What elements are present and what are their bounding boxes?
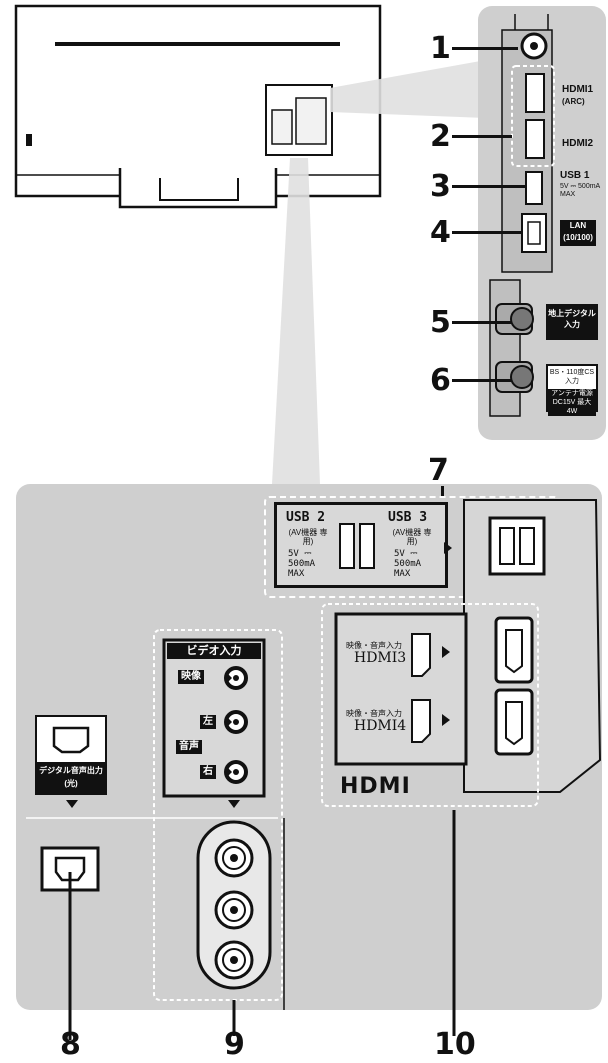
leader-7 [441,486,444,498]
usb2-note: (AV機器 専用) [288,528,328,546]
optical-icon [52,726,90,754]
hdmi1-arc-label: (ARC) [562,97,585,106]
video-input-title: ビデオ入力 [167,643,261,659]
usb2-spec-max: MAX [288,569,305,579]
callout-10: 10 [434,1027,476,1062]
leader-4 [452,231,522,234]
usb2-spec-v: 5V ⎓ [288,549,312,559]
bs-cs-antenna-port [510,365,534,389]
tv-side-button [26,134,32,146]
leader-6 [452,379,512,382]
hdmi3-label: HDMI3 [354,650,407,666]
usb2-spec-a: 500mA [288,559,316,569]
audio-left-label: 左 [200,715,216,729]
bs-cs-badge: BS・110度CS入力 アンテナ電源 DC15V 最大4W [546,364,598,416]
bs-cs-note: アンテナ電源 DC15V 最大4W [548,389,596,416]
hdmi2-label: HDMI2 [562,138,594,149]
usb2-label: USB 2 [286,510,326,525]
zoom-beam-rear [272,158,320,484]
usb1-spec: 5V ⎓ 500mA MAX [560,183,600,198]
hdmi4-label: HDMI4 [354,718,407,734]
hdmi1-label: HDMI1 [562,84,594,95]
usb1-port [525,171,543,205]
callout-5: 5 [430,305,451,340]
leader-2 [452,135,512,138]
terrestrial-antenna-port [510,307,534,331]
callout-1: 1 [430,31,451,66]
callout-6: 6 [430,363,451,398]
audio-label: 音声 [176,740,202,754]
usb3-spec-max: MAX [394,569,411,579]
lan-badge: LAN (10/100) [560,220,596,246]
hdmi3-icon [411,633,431,677]
usb1-label: USB 1 [560,170,590,181]
hdmi-logo: HDMI [340,774,411,799]
terrestrial-badge: 地上デジタル入力 [546,304,598,340]
lan-port [521,213,547,253]
callout-4: 4 [430,215,451,250]
leader-5 [452,321,512,324]
callout-8: 8 [60,1027,81,1062]
bs-cs-label: BS・110度CS入力 [549,369,595,385]
callout-9: 9 [224,1027,245,1062]
usb3-spec-v: 5V ⎓ [394,549,418,559]
hdmi1-port [525,73,545,113]
hdmi4-icon [411,699,431,743]
usb3-icon [359,523,375,569]
callout-2: 2 [430,119,451,154]
video-label: 映像 [178,670,204,684]
leader-1 [452,47,518,50]
usb-physical-ports [488,516,546,576]
callout-3: 3 [430,169,451,204]
hdmi2-port [525,119,545,159]
callout-7: 7 [428,453,449,488]
usb3-spec-a: 500mA [394,559,422,569]
lan-label: LAN [569,221,587,230]
zoom-beam-side [330,60,486,118]
audio-right-label: 右 [200,765,216,779]
hdmi-label-box [334,612,468,766]
lan-spec: (10/100) [563,233,593,242]
usb3-note: (AV機器 専用) [392,528,432,546]
usb2-icon [339,523,355,569]
leader-3 [452,185,526,188]
usb3-label: USB 3 [388,510,428,525]
hdmi3-input-label: 映像・音声入力 [346,641,402,650]
hdmi4-input-label: 映像・音声入力 [346,709,402,718]
optical-label: デジタル音声出力(光) [39,766,103,788]
